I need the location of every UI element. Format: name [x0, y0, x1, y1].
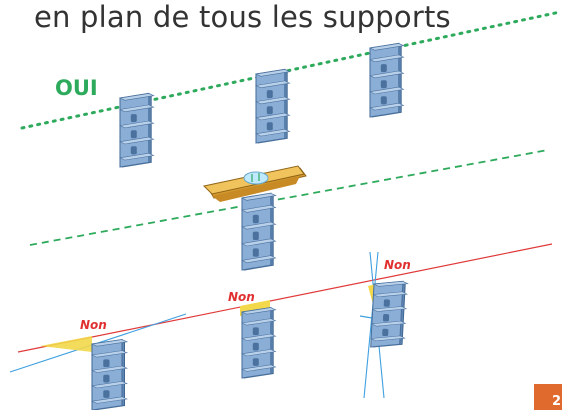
level-alignment-line	[29, 149, 549, 246]
right-vertical-line-a	[363, 251, 379, 399]
oui-support-2	[255, 68, 291, 144]
page-number-badge: 2	[534, 384, 562, 410]
spirit-level-tool	[202, 165, 307, 202]
oui-label: OUI	[55, 76, 98, 100]
left-deviation-wedge	[40, 336, 92, 352]
oui-support-3	[369, 42, 405, 118]
level-support	[241, 192, 277, 271]
reference-red-line	[17, 243, 553, 353]
non-support-left	[91, 338, 128, 410]
non-label-right: Non	[384, 258, 411, 272]
diagram-heading: en plan de tous les supports	[34, 0, 451, 34]
non-label-left: Non	[80, 318, 107, 332]
page-number: 2	[552, 394, 562, 409]
oui-alignment-line	[20, 10, 562, 130]
non-support-middle	[241, 307, 277, 379]
oui-support-1	[119, 92, 155, 168]
non-support-right	[370, 279, 409, 350]
non-label-middle: Non	[228, 290, 255, 304]
